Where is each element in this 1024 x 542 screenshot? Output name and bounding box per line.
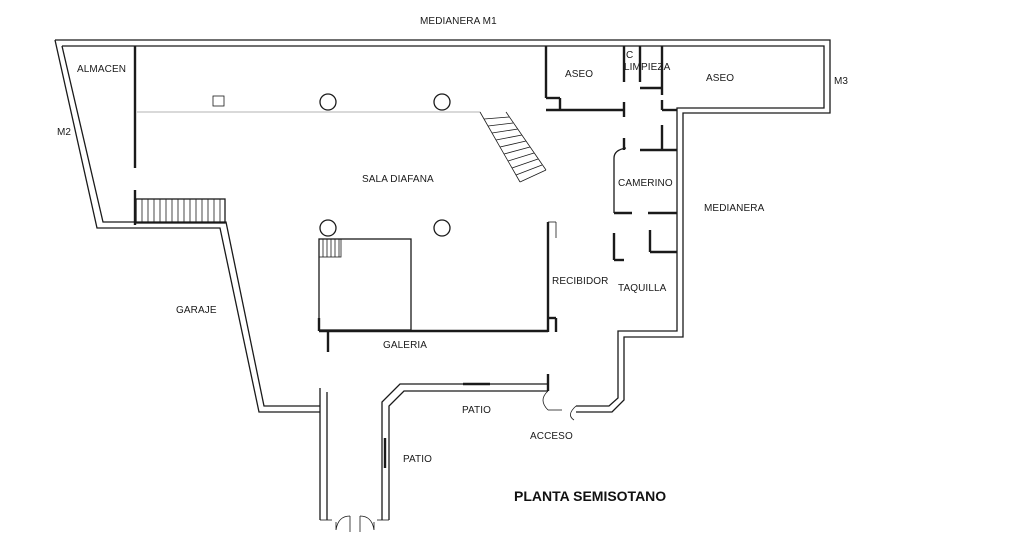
label-m2: M2 xyxy=(57,127,72,138)
round-column xyxy=(319,93,337,111)
label-medianera-m1: MEDIANERA M1 xyxy=(420,16,497,27)
label-c-limpieza-line1: C xyxy=(626,50,634,61)
stair-diagonal xyxy=(479,111,547,183)
restroom-block xyxy=(544,46,677,150)
stair-west xyxy=(135,198,226,224)
label-acceso: ACCESO xyxy=(530,431,573,442)
outer-wall-west-inner xyxy=(61,45,320,407)
label-medianera: MEDIANERA xyxy=(704,203,765,214)
label-m3: M3 xyxy=(834,76,849,87)
entrance-door xyxy=(542,390,577,421)
label-recibidor: RECIBIDOR xyxy=(552,276,609,287)
label-patio-top: PATIO xyxy=(462,405,492,416)
label-sala-diafana: SALA DIAFANA xyxy=(362,174,434,185)
ticket-office xyxy=(612,230,677,262)
plan-title: PLANTA SEMISOTANO xyxy=(514,488,667,504)
dressing-room xyxy=(613,147,677,215)
round-column xyxy=(319,219,337,237)
label-almacen: ALMACEN xyxy=(77,64,127,75)
square-column xyxy=(212,95,225,107)
label-aseo-left: ASEO xyxy=(565,69,594,80)
label-taquilla: TAQUILLA xyxy=(618,283,667,294)
label-c-limpieza-line2: LIMPIEZA xyxy=(624,62,671,73)
label-aseo-right: ASEO xyxy=(706,73,735,84)
gallery-enclosure xyxy=(317,238,548,352)
label-galeria: GALERIA xyxy=(383,340,428,351)
outer-wall-west xyxy=(54,39,320,413)
patio-corridor xyxy=(319,374,550,532)
round-column xyxy=(433,219,451,237)
lobby-walls xyxy=(546,221,558,332)
round-column xyxy=(433,93,451,111)
outer-wall-north xyxy=(55,39,831,413)
label-garaje: GARAJE xyxy=(176,305,217,316)
outer-wall-north-inner xyxy=(62,45,825,407)
label-camerino: CAMERINO xyxy=(618,178,673,189)
label-patio-bottom: PATIO xyxy=(403,454,433,465)
